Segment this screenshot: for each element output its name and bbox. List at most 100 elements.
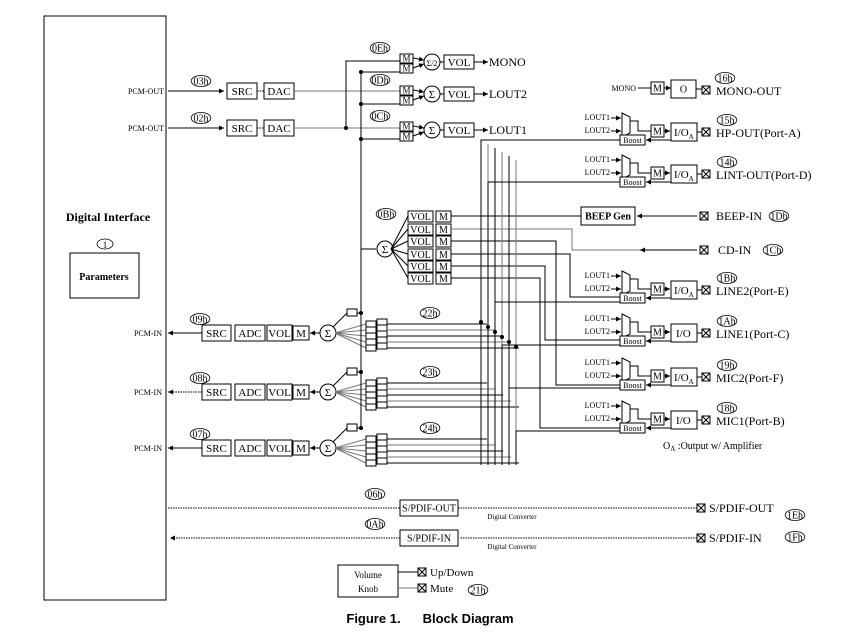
pin-connector-icon (417, 567, 427, 577)
digital-interface-block: Digital Interface 1 Parameters (43, 15, 167, 601)
node-id-oval (190, 75, 212, 87)
node-id-text: 03h (194, 77, 209, 88)
mute-block: M (435, 210, 452, 223)
pin-connector-icon (701, 285, 711, 295)
mute-block (365, 403, 377, 411)
mute-block (376, 389, 388, 397)
pcm-out-label: PCM-OUT (128, 87, 164, 96)
dac-block: DAC (263, 119, 295, 137)
pin-connector-icon (701, 169, 711, 179)
pin-label: HP-OUT(Port-A) (716, 126, 801, 140)
boost-block: Boost (619, 292, 646, 304)
node-id-oval (716, 315, 738, 327)
mute-block: M (292, 325, 310, 341)
mux-to-mute (630, 408, 651, 420)
vol-block-label: VOL (268, 443, 291, 455)
src-block-label: SRC (206, 328, 227, 340)
mute-block-frame (399, 131, 414, 142)
summer-symbol: Σ (325, 443, 331, 455)
src-block-label: SRC (206, 387, 227, 399)
io-block: I/OA (670, 280, 698, 300)
mute-block: M (292, 440, 310, 456)
beep-gen-block-label: BEEP Gen (585, 212, 631, 223)
fan-line (334, 438, 367, 449)
spdif-pin-label: S/PDIF-OUT (709, 501, 774, 515)
pin-cross (701, 328, 711, 338)
fan-line (334, 444, 367, 449)
mute-block: M (650, 282, 665, 296)
figure-title: Block Diagram (423, 611, 514, 626)
vol-block: VOL (407, 260, 434, 273)
node-id-badge: 08h (189, 372, 211, 385)
digital-interface-title: Digital Interface (66, 210, 151, 224)
pin-label: MIC1(Port-B) (716, 414, 785, 428)
adc-sum: Σ (319, 324, 337, 342)
mute-block (365, 320, 377, 328)
spdif-block-frame (399, 499, 459, 517)
lout2-label: LOUT2 (585, 327, 610, 336)
vol-block-label: VOL (448, 125, 471, 137)
adc-block-frame (234, 439, 266, 457)
node-id-oval (375, 208, 397, 220)
node-id-text: 08h (193, 374, 208, 385)
pin-cross (701, 127, 711, 137)
summer-symbol: Σ (382, 244, 388, 256)
pin-cross (701, 85, 711, 95)
vol-block: VOL (443, 86, 475, 102)
vol-block-frame (407, 210, 434, 223)
dac2-to-mono (345, 60, 400, 128)
vol-block-label: VOL (410, 250, 431, 261)
pin-connector-icon (699, 245, 709, 255)
node-id-oval (716, 156, 738, 168)
parameters-block (69, 252, 140, 299)
spdif-pin-label: S/PDIF-IN (709, 531, 762, 545)
boost-block-label: Boost (623, 136, 642, 145)
pin-connector-icon (701, 372, 711, 382)
hp-boost-bus (480, 139, 620, 465)
dac-block: DAC (263, 82, 295, 100)
vol-block: VOL (266, 324, 293, 342)
adc-block: ADC (234, 439, 266, 457)
junction-dot (359, 102, 363, 106)
fan-line (390, 248, 409, 279)
node-id-oval (419, 307, 441, 319)
lout2-label: LOUT2 (585, 284, 610, 293)
mute-block (365, 447, 377, 455)
node-id-oval (189, 428, 211, 440)
volume-knob-label: Volume (354, 570, 382, 580)
node-id-oval (364, 518, 386, 530)
sum-0Ch: Σ (423, 121, 441, 139)
pin-connector-icon (699, 211, 709, 221)
amp-subscript: A (689, 133, 694, 141)
mute-block-frame (399, 63, 414, 74)
vol-block-frame (407, 260, 434, 273)
node-id-text: 23h (423, 368, 438, 379)
node-id-text: 14h (720, 158, 735, 169)
mute-to-sum (412, 131, 425, 137)
adc-block-label: ADC (238, 443, 261, 455)
pin-cross (701, 285, 711, 295)
input-selector-mux (621, 313, 631, 339)
src-block-label: SRC (232, 123, 253, 135)
mute-block: M (650, 412, 665, 426)
output-block-label: O (680, 85, 687, 96)
node-id-text: 24h (423, 424, 438, 435)
node-id-badge: 1Bh (716, 272, 738, 285)
junction-dot (507, 340, 511, 344)
node-id-oval (369, 42, 391, 54)
input-selector-mux (621, 154, 631, 180)
pin-cross (699, 211, 709, 221)
vol-block-frame (407, 235, 434, 248)
mute-block: M (399, 85, 414, 96)
node-id-badge: 15h (716, 114, 738, 127)
